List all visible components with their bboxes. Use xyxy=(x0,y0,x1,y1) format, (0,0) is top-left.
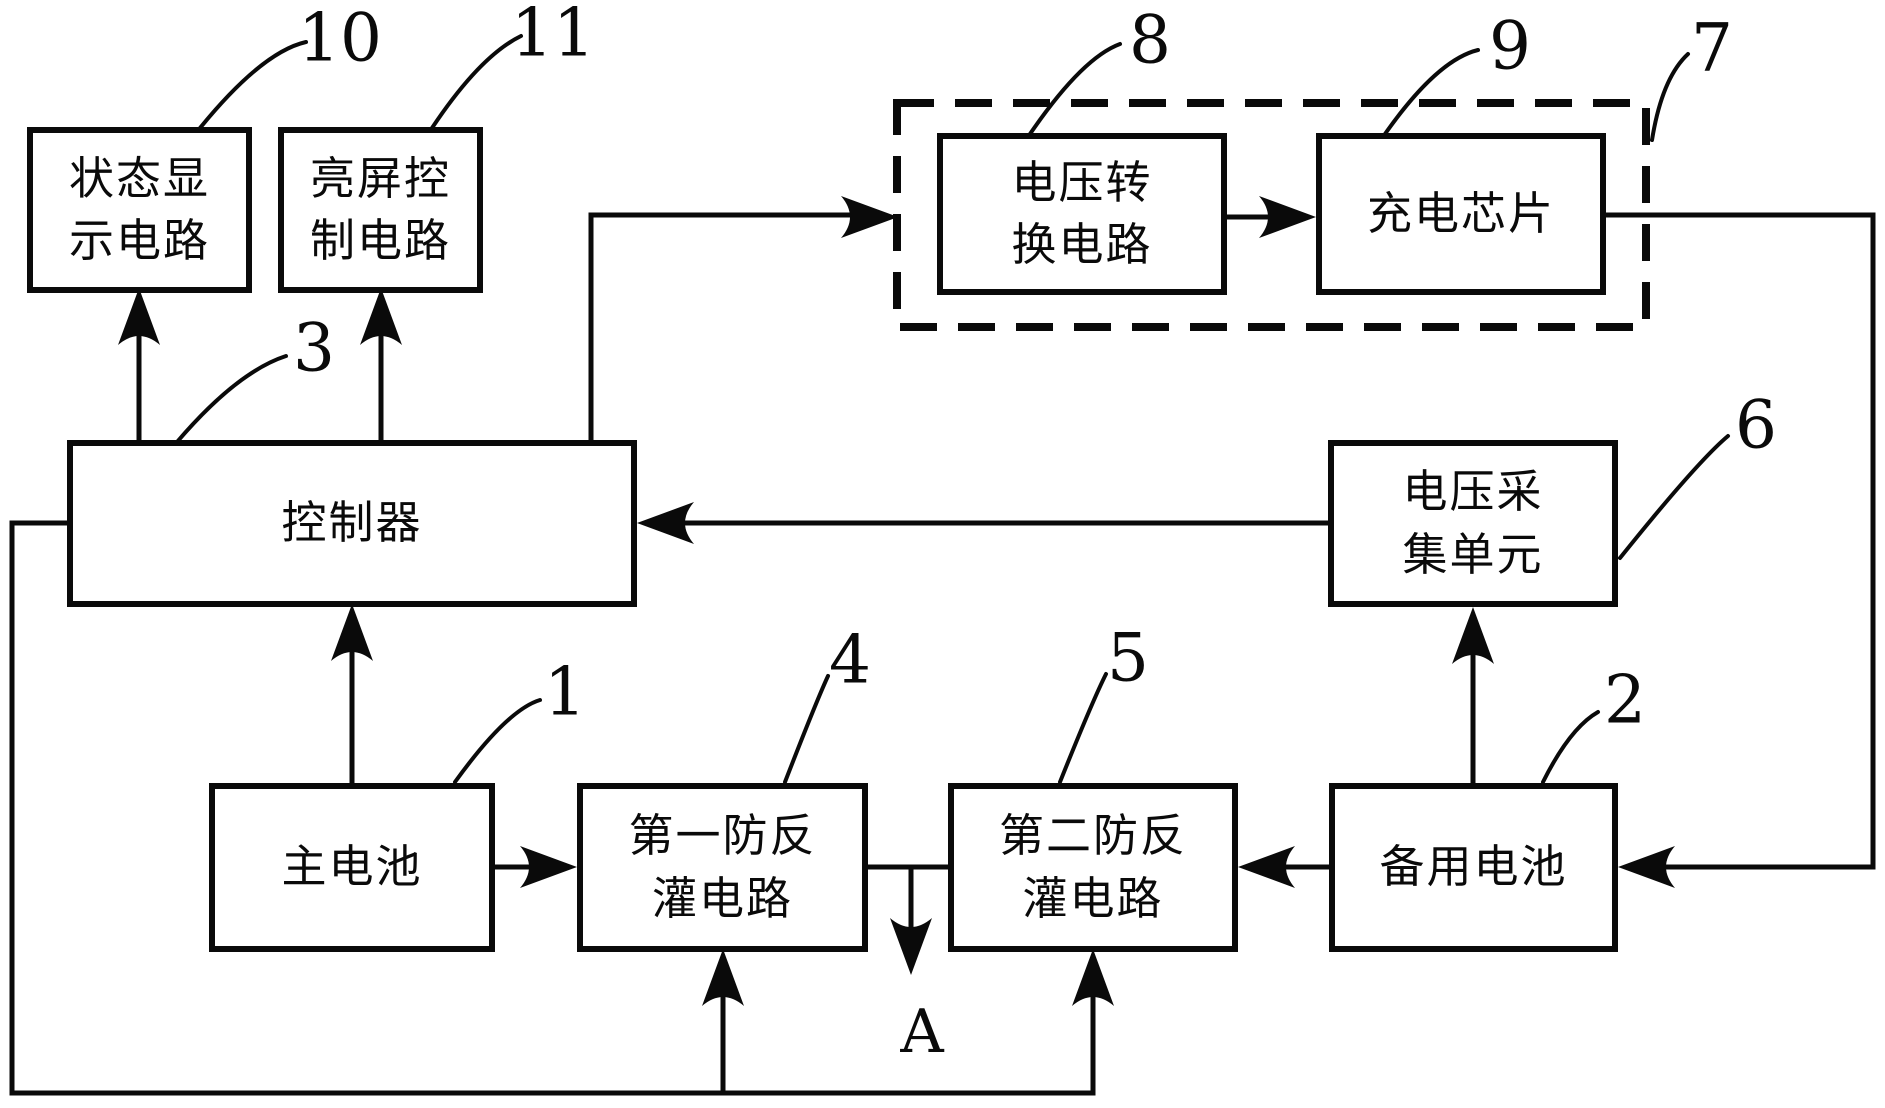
arrowhead-right-charging-chip xyxy=(1259,196,1316,238)
leader-curve-10 xyxy=(198,40,308,130)
ref-numeral-5: 5 xyxy=(1107,619,1149,697)
ref-numeral-11: 11 xyxy=(511,0,595,72)
box-label-line: 第一防反 xyxy=(628,809,817,863)
leader-curve-9 xyxy=(1383,48,1480,136)
box-label-line: 备用电池 xyxy=(1379,840,1568,894)
wire-feedback-loop xyxy=(9,520,1096,1096)
box-screen-control-circuit: 亮屏控 制电路 xyxy=(278,127,483,293)
arrowhead-up-voltage-collection xyxy=(1452,607,1494,664)
point-a-label: A xyxy=(900,997,944,1067)
leader-curve-6 xyxy=(1618,434,1730,560)
ref-numeral-2: 2 xyxy=(1604,661,1646,739)
ref-numeral-9: 9 xyxy=(1489,7,1531,85)
arrowhead-up-second-bottom xyxy=(1072,949,1114,1006)
box-label-line: 状态显 xyxy=(68,151,210,205)
wire-chip-to-backup-battery xyxy=(1603,212,1876,870)
ref-numeral-6: 6 xyxy=(1735,386,1777,464)
arrowhead-left-controller xyxy=(637,502,694,544)
box-label-line: 灌电路 xyxy=(1022,871,1164,925)
leader-curve-8 xyxy=(1028,42,1122,136)
ref-numeral-4: 4 xyxy=(829,621,871,699)
ref-numeral-10: 10 xyxy=(298,0,382,77)
box-first-anti-backflow-circuit: 第一防反 灌电路 xyxy=(577,783,868,952)
ref-numeral-3: 3 xyxy=(293,309,335,387)
arrowhead-up-status-display xyxy=(118,288,160,345)
box-label-line: 示电路 xyxy=(68,214,210,267)
ref-numeral-8: 8 xyxy=(1129,1,1171,79)
box-label-line: 制电路 xyxy=(309,214,451,267)
box-label-line: 集单元 xyxy=(1402,527,1544,581)
box-label-line: 控制器 xyxy=(281,496,423,550)
box-voltage-collection-unit: 电压采 集单元 xyxy=(1328,440,1618,607)
arrowhead-up-controller-from-battery xyxy=(331,604,373,661)
arrowhead-left-second-antibackflow xyxy=(1238,846,1295,888)
box-voltage-conversion-circuit: 电压转 换电路 xyxy=(937,133,1227,295)
leader-curve-7 xyxy=(1650,52,1690,142)
ref-numeral-1: 1 xyxy=(544,653,586,731)
box-label-line: 电压采 xyxy=(1402,465,1544,519)
charging-module-dashed-frame xyxy=(893,99,1650,331)
leader-curve-11 xyxy=(430,34,523,130)
box-label-line: 充电芯片 xyxy=(1366,186,1555,240)
leader-curve-4 xyxy=(783,674,830,784)
arrowhead-down-point-a xyxy=(890,918,932,975)
leader-curve-3 xyxy=(175,354,288,444)
box-label-line: 电压转 xyxy=(1011,155,1153,209)
arrowhead-right-charging-module xyxy=(841,196,898,238)
wire-controller-to-charging-module xyxy=(588,212,853,443)
box-label-line: 换电路 xyxy=(1011,218,1153,271)
box-controller: 控制器 xyxy=(67,440,637,607)
box-second-anti-backflow-circuit: 第二防反 灌电路 xyxy=(948,783,1238,952)
box-label-line: 第二防反 xyxy=(998,809,1187,863)
arrowhead-left-backup-battery xyxy=(1618,846,1675,888)
leader-curve-5 xyxy=(1058,672,1108,784)
arrowhead-right-first-antibackflow xyxy=(520,846,577,888)
box-backup-battery: 备用电池 xyxy=(1329,783,1618,952)
box-status-display-circuit: 状态显 示电路 xyxy=(27,127,252,293)
leader-curve-1 xyxy=(453,698,542,784)
arrowhead-up-screen-control xyxy=(360,288,402,345)
ref-numeral-7: 7 xyxy=(1691,9,1733,87)
box-main-battery: 主电池 xyxy=(209,783,495,952)
leader-curve-2 xyxy=(1541,710,1600,784)
box-charging-chip: 充电芯片 xyxy=(1316,133,1606,295)
box-label-line: 亮屏控 xyxy=(309,151,451,205)
box-label-line: 灌电路 xyxy=(651,871,793,925)
arrowhead-up-first-bottom xyxy=(702,949,744,1006)
box-label-line: 主电池 xyxy=(281,840,423,894)
